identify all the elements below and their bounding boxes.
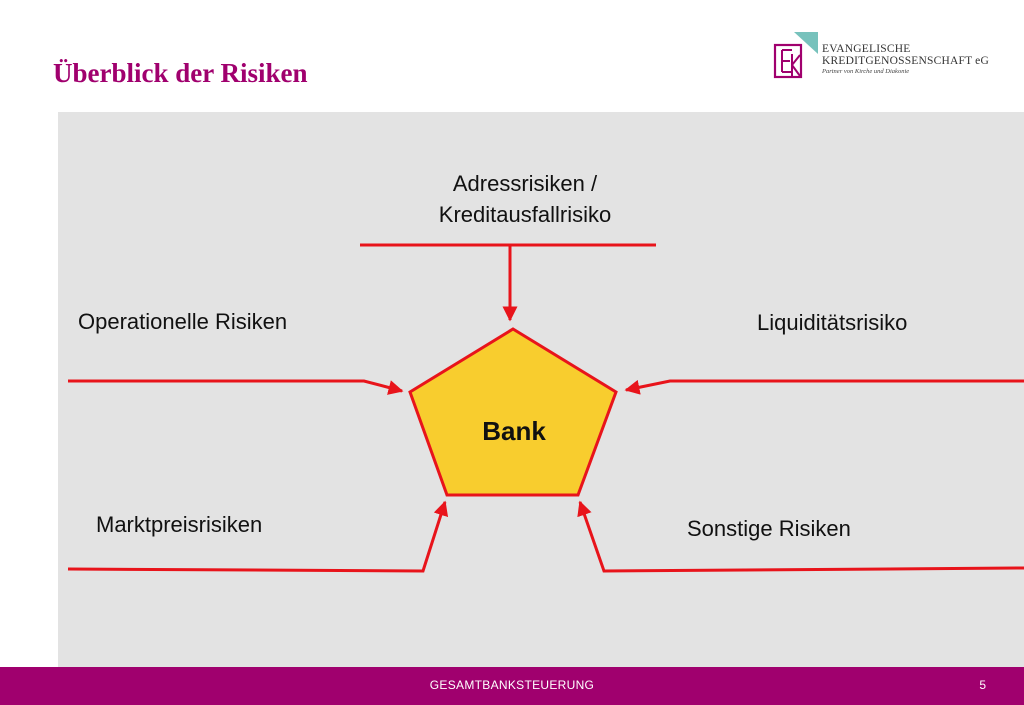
label-other-risks: Sonstige Risiken xyxy=(687,516,851,541)
bank-pentagon xyxy=(408,327,618,497)
label-address-risk: Adressrisiken / Kreditausfallrisiko xyxy=(400,168,650,230)
label-address-risk-line-2: Kreditausfallrisiko xyxy=(438,202,612,227)
page-number: 5 xyxy=(979,678,986,692)
lower-right-arrow xyxy=(577,500,1024,573)
upper-left-arrow xyxy=(68,379,404,395)
label-address-risk-line-1: Adressrisiken / xyxy=(452,171,598,196)
ekk-logo-icon xyxy=(773,32,818,79)
page-title: Überblick der Risiken xyxy=(53,58,308,88)
logo-tagline: Partner von Kirche und Diakonie xyxy=(822,68,910,76)
logo-line-2: KREDITGENOSSENSCHAFT eG xyxy=(822,55,989,68)
label-liquidity-risk: Liquiditätsrisiko xyxy=(757,310,908,335)
label-operational-risk: Operationelle Risiken xyxy=(78,309,288,334)
bank-label: Bank xyxy=(482,416,546,446)
upper-right-arrow xyxy=(624,379,1024,395)
footer-label: GESAMTBANKSTEUERUNG xyxy=(429,678,595,692)
lower-left-arrow xyxy=(67,500,449,573)
footer-bar: GESAMTBANKSTEUERUNG 5 xyxy=(0,667,1024,705)
logo-text: EVANGELISCHE KREDITGENOSSENSCHAFT eG Par… xyxy=(822,43,989,76)
logo-line-1: EVANGELISCHE xyxy=(822,43,911,55)
label-market-risk: Marktpreisrisiken xyxy=(96,512,263,537)
company-logo: EVANGELISCHE KREDITGENOSSENSCHAFT eG Par… xyxy=(772,32,1002,86)
